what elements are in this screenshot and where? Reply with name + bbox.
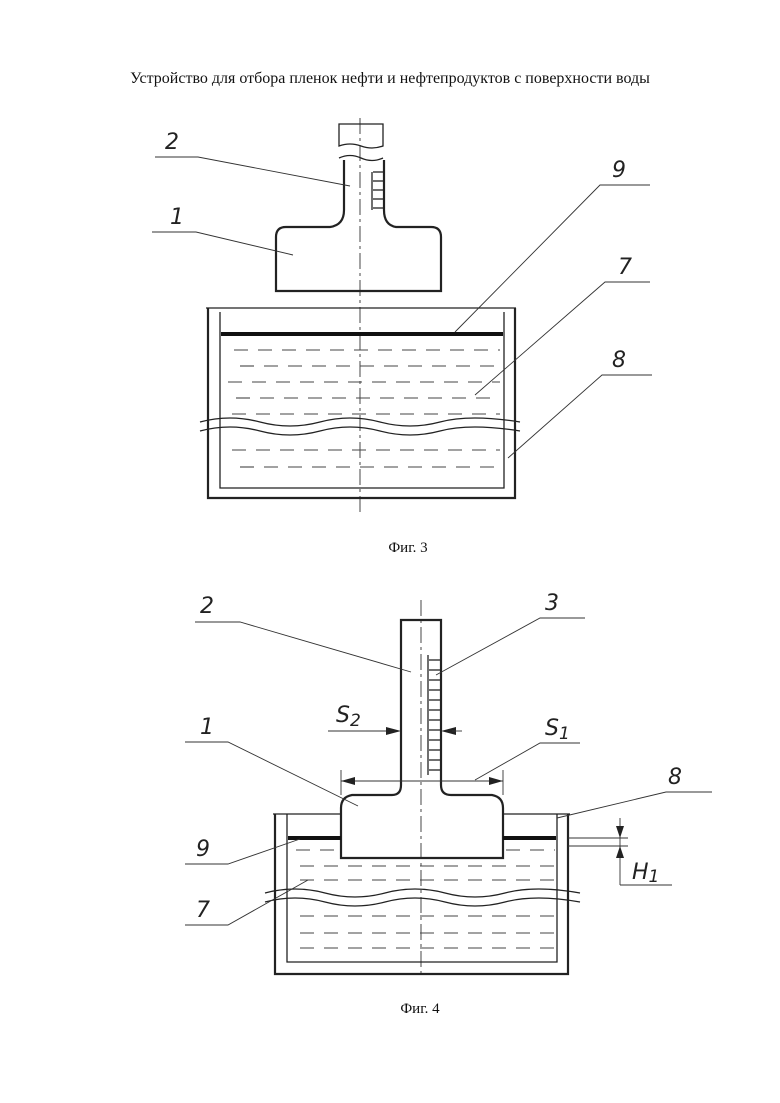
fig4-s1-leader [474,742,580,781]
fig3-sampler-body [274,160,443,293]
fig3-label-9: 9 [612,158,626,183]
fig4-leader-7 [185,879,309,926]
fig4-sampler-body [339,618,505,860]
fig4-water-hatching [296,849,555,949]
fig3-label-2: 2 [165,130,179,155]
figure-3: 2 1 9 7 8 [152,118,652,512]
fig3-label-1: 1 [170,205,184,230]
fig3-vessel-inner [219,312,505,489]
fig4-label-3: 3 [545,591,559,616]
fig3-leader-7 [474,281,650,396]
fig3-water-hatching [228,349,500,468]
fig4-break-line-upper [264,888,581,898]
fig3-tube-cap [338,123,384,149]
fig3-leader-1 [152,231,294,256]
fig4-label-2: 2 [200,594,214,619]
fig3-vessel-outer [206,308,517,500]
fig3-tube-scale [371,171,383,210]
fig3-break-line-lower [199,426,521,436]
fig4-s2-arrow-left [386,727,401,735]
fig4-leader-3 [435,617,585,676]
fig4-s1-arrow-left [341,777,355,785]
fig4-vessel-inner [286,814,558,963]
fig4-caption: Фиг. 4 [400,1001,440,1017]
fig4-label-1: 1 [200,715,214,740]
fig3-label-8: 8 [612,348,626,373]
fig4-vessel-outer [273,814,570,976]
fig3-leader-9 [454,184,650,333]
fig3-tube-break [338,154,384,162]
fig4-leader-9 [185,838,301,865]
fig3-leader-2 [155,156,351,187]
fig4-label-9: 9 [196,837,210,862]
fig4-h1-arrow-bottom [616,846,624,858]
fig4-s1-label: S1 [545,716,570,744]
fig4-label-7: 7 [196,898,210,923]
fig3-break-line-upper [199,417,521,427]
fig4-leader-1 [185,741,359,807]
fig3-leader-8 [507,374,652,459]
fig4-h1-label: H1 [632,860,659,887]
figure-4: S2 S1 [185,591,712,976]
fig3-caption: Фиг. 3 [388,540,428,556]
fig3-label-7: 7 [618,255,632,280]
fig4-leader-8 [556,791,712,819]
fig4-break-line-lower [264,897,581,907]
fig4-s2-label: S2 [336,703,361,731]
fig4-tube-scale [427,655,441,775]
fig4-s1-arrow-right [489,777,503,785]
fig4-h1-arrow-top [616,826,624,838]
fig4-s2-arrow-right [441,727,456,735]
fig4-label-8: 8 [668,765,682,790]
document-title: Устройство для отбора пленок нефти и неф… [130,70,650,87]
fig4-leader-2 [195,621,412,673]
